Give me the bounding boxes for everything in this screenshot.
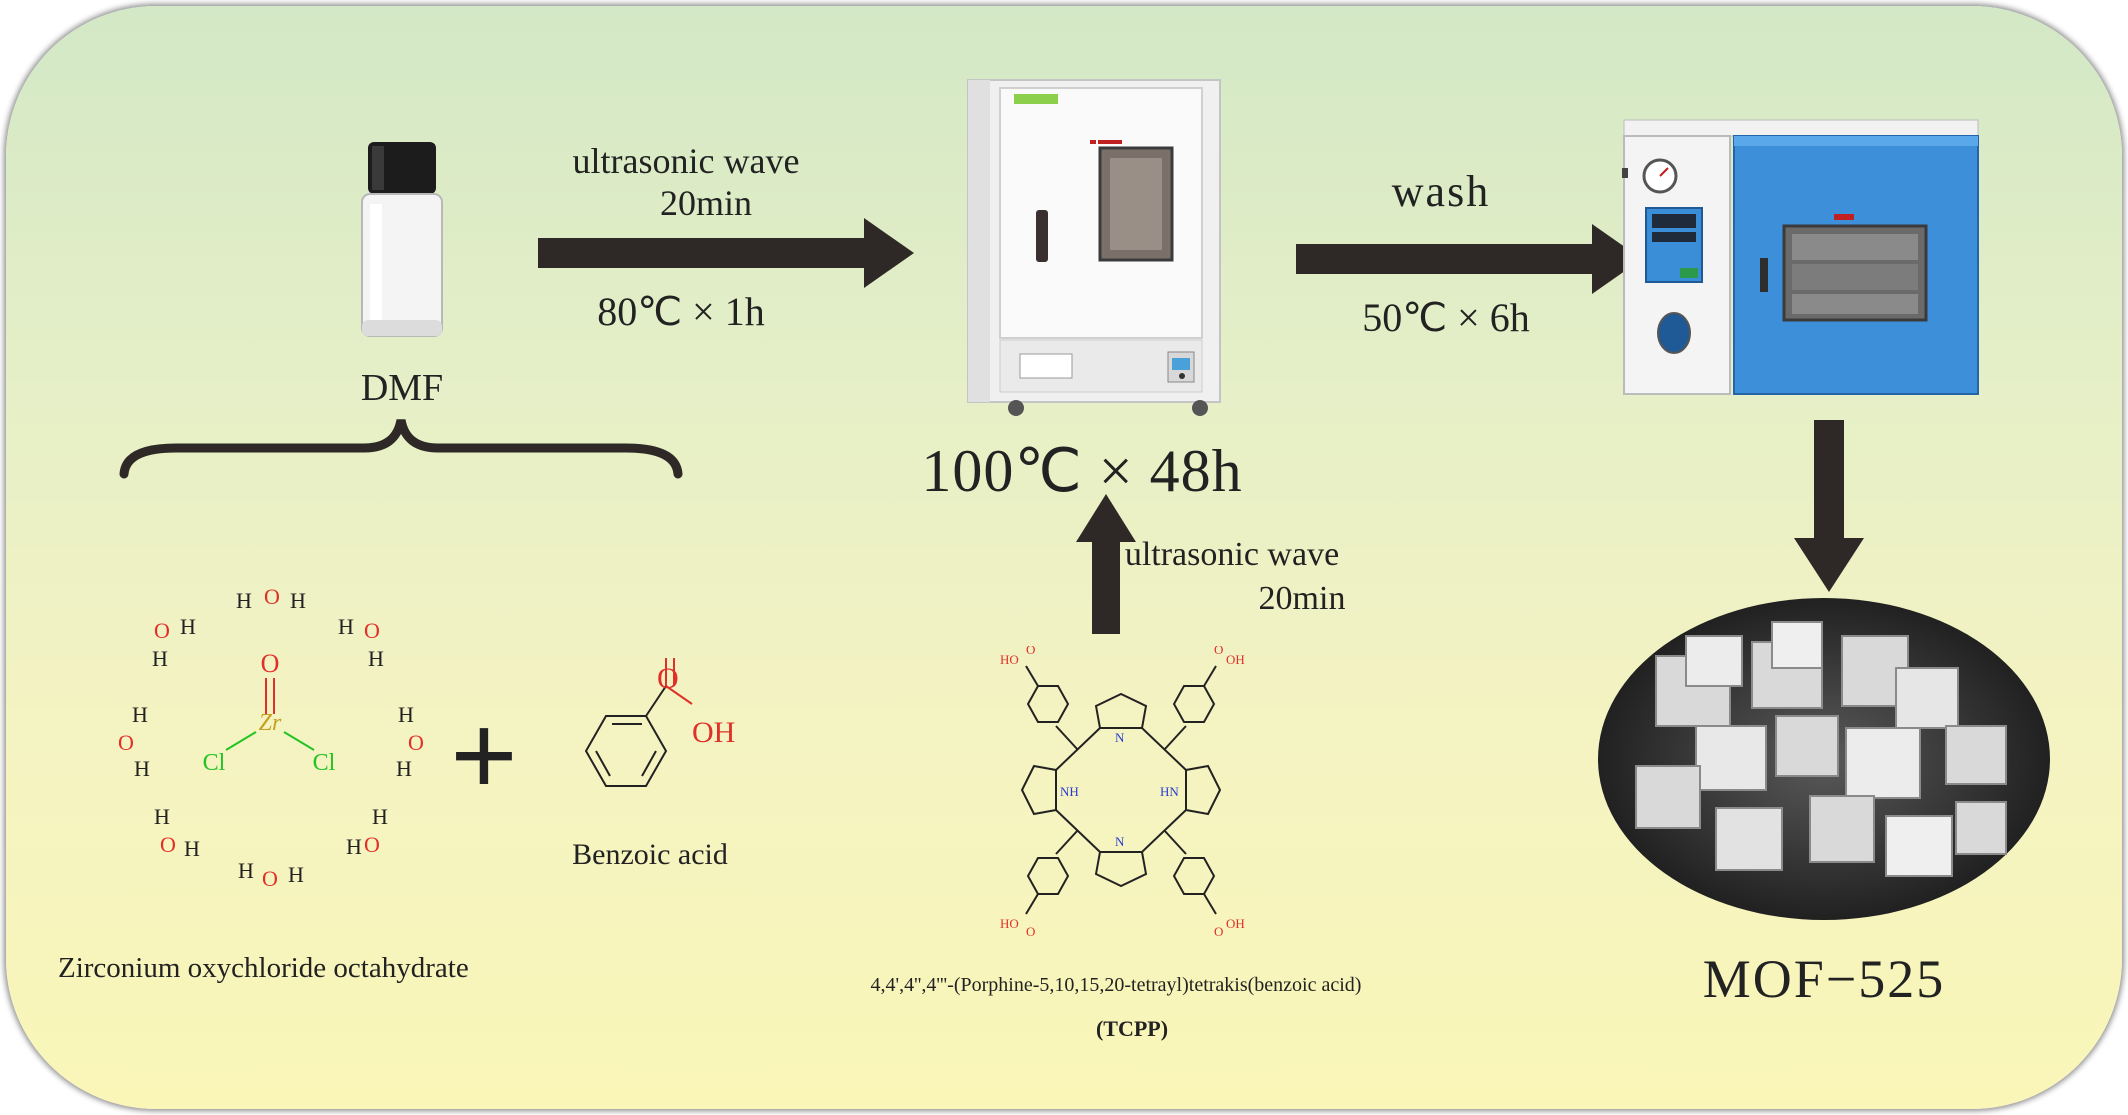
water-o-7: O	[364, 832, 380, 857]
dmf-label: DMF	[360, 367, 444, 409]
step1-bottom-label: 80℃ × 1h	[597, 289, 765, 334]
water-o-4: O	[118, 730, 134, 755]
water-o-2: O	[154, 618, 170, 643]
water-h-3b: H	[368, 646, 384, 671]
tcpp-abbr-label: (TCPP)	[1095, 1016, 1169, 1041]
tcpp-nh-left: NH	[1060, 784, 1079, 799]
step2-top-label: wash	[1391, 167, 1491, 216]
step1-top-label: ultrasonic wave	[572, 141, 800, 181]
arrow-step2	[1296, 224, 1642, 294]
water-o-8: O	[262, 866, 278, 891]
water-h-5a: H	[398, 702, 414, 727]
water-h-2a: H	[180, 614, 196, 639]
cl-right-label: Cl	[313, 750, 336, 776]
water-o-5: O	[408, 730, 424, 755]
step1-time-label: 20min	[659, 183, 753, 223]
benzoic-oxygen-label: O	[657, 662, 679, 695]
dmf-vial-image	[361, 142, 443, 337]
arrow-step4	[1794, 420, 1864, 592]
water-h-8a: H	[238, 858, 254, 883]
zr-name-label: Zirconium oxychloride octahydrate	[58, 952, 469, 984]
tcpp-structure: HO OH HO OH O O O O N N NH HN	[1000, 646, 1245, 936]
diagram-panel: DMF ultrasonic wave 20min 80℃ × 1h 100℃ …	[6, 6, 2122, 1109]
tcpp-o-tr: O	[1214, 646, 1223, 657]
step3-top-label: ultrasonic wave	[1124, 536, 1340, 573]
tcpp-o-bl: O	[1026, 924, 1035, 936]
zr-oxygen-label: O	[261, 649, 280, 678]
tcpp-ho-bl: HO	[1000, 916, 1019, 931]
water-h-7b: H	[346, 834, 362, 859]
water-h-2b: H	[152, 646, 168, 671]
benzoic-acid-structure	[584, 658, 693, 787]
water-o-3: O	[364, 618, 380, 643]
water-h-4a: H	[132, 702, 148, 727]
step2-bottom-label: 50℃ × 6h	[1362, 295, 1530, 340]
tcpp-o-br: O	[1214, 924, 1223, 936]
tcpp-hn-right: HN	[1160, 784, 1179, 799]
tcpp-oh-br: OH	[1226, 916, 1245, 931]
mof-525-sem-image	[1598, 598, 2050, 920]
tcpp-oh-tr: OH	[1226, 652, 1245, 667]
step3-time-label: 20min	[1258, 580, 1346, 617]
arrow-step3	[1076, 494, 1136, 634]
water-h-5b: H	[396, 756, 412, 781]
water-h-3a: H	[338, 614, 354, 639]
water-h-8b: H	[288, 862, 304, 887]
benzoic-name-label: Benzoic acid	[572, 838, 728, 871]
oven-condition-label: 100℃ × 48h	[921, 438, 1243, 504]
water-h-1a: H	[236, 588, 252, 613]
tcpp-ho-tl: HO	[1000, 652, 1019, 667]
plus-sign: +	[449, 689, 519, 822]
water-h-7a: H	[372, 804, 388, 829]
water-h-6a: H	[154, 804, 170, 829]
tcpp-name-label: 4,4',4'',4'''-(Porphine-5,10,15,20-tetra…	[870, 974, 1362, 996]
water-o-1: O	[264, 584, 280, 609]
curly-brace	[119, 418, 683, 479]
zr-label: Zr	[259, 710, 282, 736]
product-label: MOF−525	[1702, 949, 1946, 1009]
cl-left-label: Cl	[203, 750, 226, 776]
drying-oven-image	[967, 79, 1221, 416]
zirconium-oxychloride-structure: O Zr Cl Cl H O H O H H H O H H O H H O H…	[118, 584, 424, 891]
water-o-6: O	[160, 832, 176, 857]
benzoic-oh-label: OH	[692, 716, 736, 749]
tcpp-n-bottom: N	[1115, 834, 1125, 849]
water-h-4b: H	[134, 756, 150, 781]
tcpp-o-tl: O	[1026, 646, 1035, 657]
arrow-step1	[538, 218, 914, 288]
tcpp-n-top: N	[1115, 730, 1125, 745]
water-h-1b: H	[290, 588, 306, 613]
water-h-6b: H	[184, 836, 200, 861]
vacuum-oven-image	[1622, 119, 1979, 395]
